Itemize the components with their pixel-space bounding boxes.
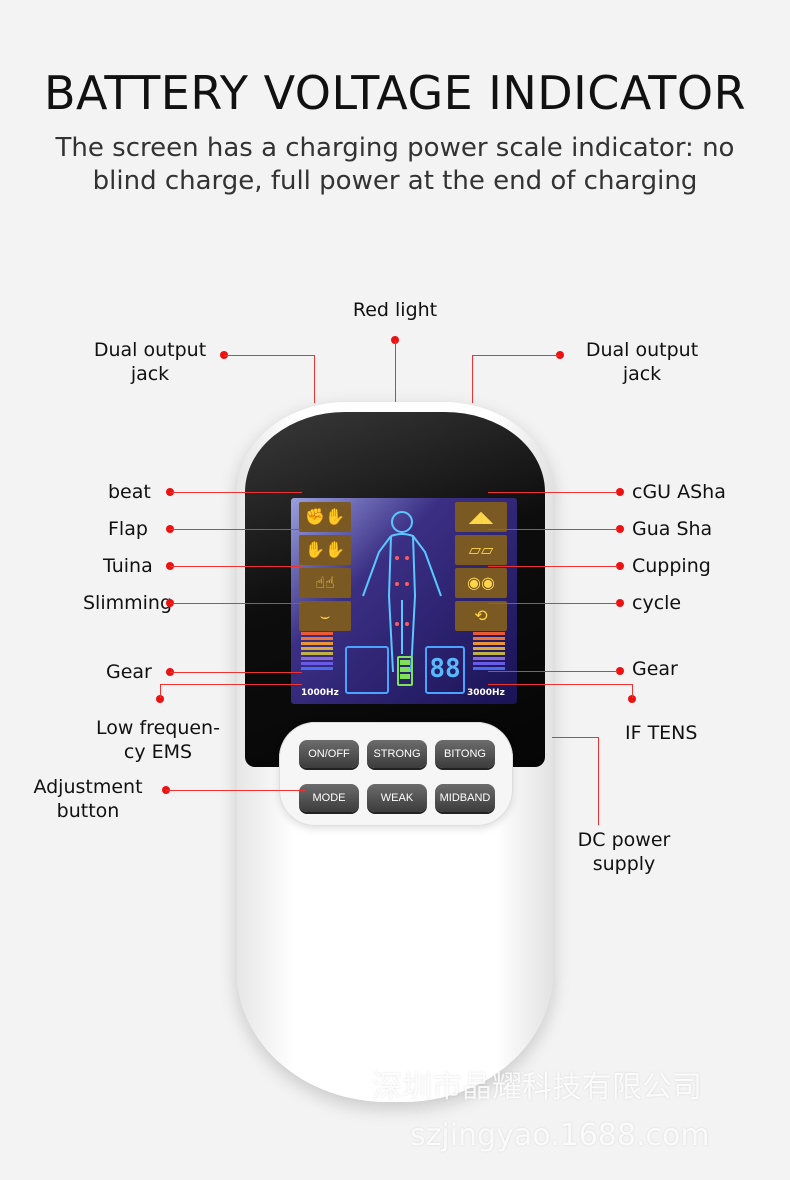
page-title: BATTERY VOLTAGE INDICATOR	[43, 66, 747, 120]
cycle-label: cycle	[632, 592, 682, 614]
low-freq-dot	[156, 695, 164, 703]
gua-sha-dot	[616, 525, 624, 533]
dual-output-right-vline	[472, 355, 473, 403]
cycle-mode-icon: ⟲	[455, 601, 507, 631]
lcd-screen: ✊✋ ✋✋ ☝☝ ⌣ ◢◣ ▱▱ ◉◉ ⟲	[291, 498, 517, 704]
cgu-asha-mode-icon: ◢◣	[455, 502, 507, 532]
bitong-button[interactable]: BITONG	[435, 740, 495, 768]
dc-power-vline	[598, 737, 599, 825]
dc-power-line	[552, 737, 598, 738]
gear-right-dot	[616, 667, 624, 675]
gua-sha-label: Gua Sha	[632, 518, 713, 540]
tuina-line	[170, 566, 302, 567]
mode-button[interactable]: MODE	[299, 784, 359, 812]
page-subtitle: The screen has a charging power scale in…	[55, 133, 735, 196]
beat-label: beat	[108, 481, 151, 503]
device-face: ✊✋ ✋✋ ☝☝ ⌣ ◢◣ ▱▱ ◉◉ ⟲	[245, 412, 545, 767]
gear-right-line	[488, 671, 618, 672]
electrode-pad-icon	[345, 646, 389, 694]
cgu-asha-label: cGU ASha	[632, 481, 726, 503]
cgu-asha-line	[488, 492, 618, 493]
cupping-line	[488, 566, 618, 567]
dc-power-label: DC power supply	[577, 829, 671, 875]
human-body-icon	[362, 511, 442, 673]
if-tens-label: IF TENS	[625, 722, 698, 744]
cycle-dot	[616, 599, 624, 607]
dual-output-left-label: Dual output jack	[93, 339, 207, 385]
if-tens-line	[488, 684, 632, 685]
adjustment-line	[166, 790, 306, 791]
cupping-mode-icon: ◉◉	[455, 568, 507, 598]
adjustment-label: Adjustment button	[33, 776, 143, 822]
tens-device: ✊✋ ✋✋ ☝☝ ⌣ ◢◣ ▱▱ ◉◉ ⟲	[237, 402, 553, 1102]
gua-sha-mode-icon: ▱▱	[455, 535, 507, 565]
flap-line	[170, 529, 302, 530]
gear-left-label: Gear	[106, 661, 152, 683]
on-off-button[interactable]: ON/OFF	[299, 740, 359, 768]
gear-left-line	[170, 672, 302, 673]
button-panel: ON/OFF STRONG BITONG MODE WEAK MIDBAND	[279, 722, 513, 826]
level-display: 88	[425, 646, 465, 694]
cupping-dot	[616, 562, 624, 570]
if-tens-dot	[628, 695, 636, 703]
freq-right-label: 3000Hz	[467, 688, 505, 698]
flap-label: Flap	[108, 518, 148, 540]
slimming-label: Slimming	[83, 592, 173, 614]
gua-sha-line	[488, 529, 618, 530]
left-intensity-bars	[301, 632, 333, 676]
company-watermark: 深圳市晶耀科技有限公司	[372, 1070, 702, 1105]
gear-right-label: Gear	[632, 658, 678, 680]
tuina-label: Tuina	[103, 555, 153, 577]
slimming-line	[170, 603, 302, 604]
if-tens-vline	[632, 684, 633, 698]
cupping-label: Cupping	[632, 555, 711, 577]
midband-button[interactable]: MIDBAND	[435, 784, 495, 812]
right-intensity-bars	[473, 632, 505, 676]
low-freq-label: Low frequen-cy EMS	[96, 717, 220, 763]
freq-left-label: 1000Hz	[301, 688, 339, 698]
red-light-label: Red light	[352, 299, 438, 321]
dual-output-right-dot	[556, 351, 564, 359]
flap-mode-icon: ✋✋	[299, 535, 351, 565]
low-freq-vline	[160, 684, 161, 698]
low-freq-line	[160, 684, 302, 685]
cycle-line	[488, 603, 618, 604]
battery-icon	[397, 656, 413, 686]
site-watermark: szjingyao.1688.com	[410, 1118, 710, 1153]
beat-mode-icon: ✊✋	[299, 502, 351, 532]
strong-button[interactable]: STRONG	[367, 740, 427, 768]
dual-output-left-line	[224, 355, 314, 356]
dual-output-right-line	[472, 355, 560, 356]
tuina-mode-icon: ☝☝	[299, 568, 351, 598]
dual-output-left-vline	[314, 355, 315, 403]
cgu-asha-dot	[616, 488, 624, 496]
beat-line	[170, 492, 302, 493]
dual-output-right-label: Dual output jack	[585, 339, 699, 385]
weak-button[interactable]: WEAK	[367, 784, 427, 812]
red-light-line	[395, 340, 396, 402]
slimming-mode-icon: ⌣	[299, 601, 351, 631]
